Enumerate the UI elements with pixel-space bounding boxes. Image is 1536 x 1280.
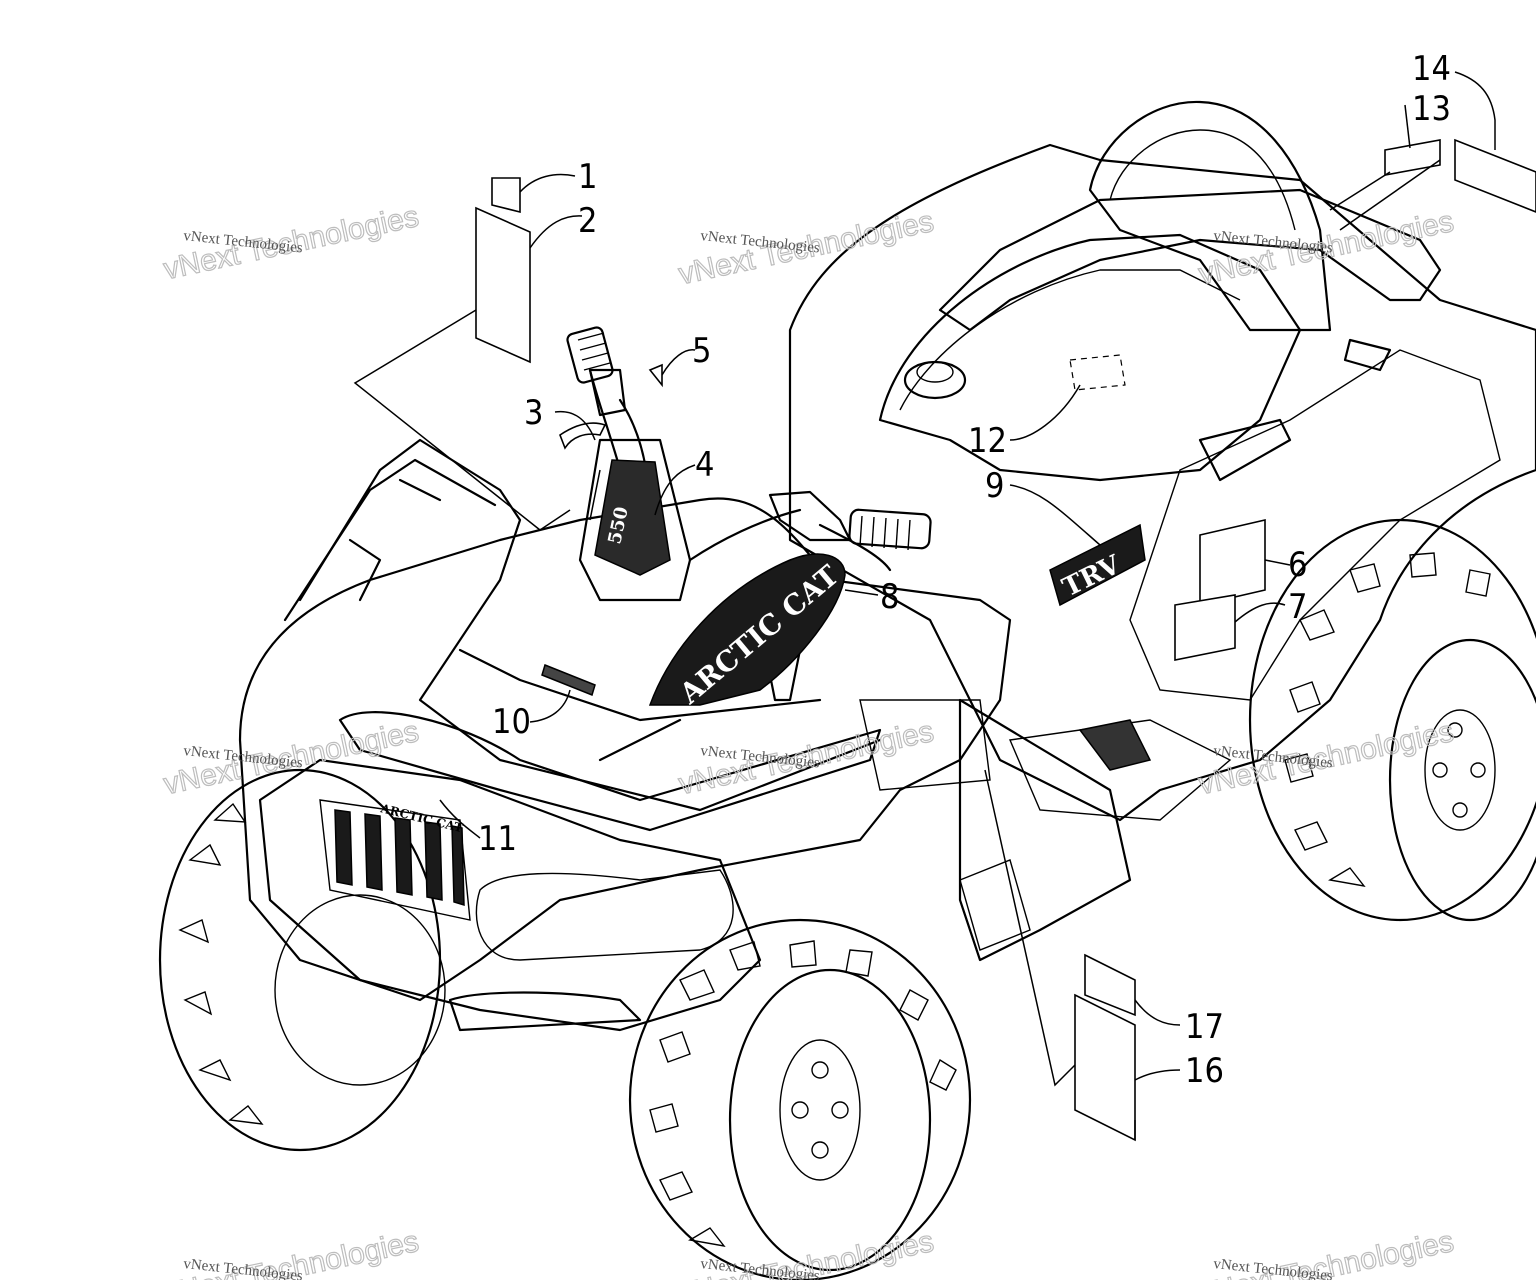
- decal-17: [1084, 953, 1136, 1017]
- decal-14: [1454, 138, 1536, 213]
- decal-2: [475, 206, 531, 364]
- leader-lines: [353, 71, 1496, 1140]
- callout-16: 16: [1185, 1051, 1224, 1091]
- hood-decal: ARCTIC CAT: [648, 553, 846, 711]
- callout-3: 3: [524, 393, 543, 433]
- decal-3: [559, 422, 607, 450]
- callout-1: 1: [578, 157, 597, 197]
- front-left-wheel: [158, 768, 446, 1152]
- callout-11: 11: [478, 819, 517, 859]
- decal-7: [1174, 594, 1236, 661]
- front-right-wheel: [628, 918, 972, 1280]
- callout-7: 7: [1288, 587, 1307, 627]
- handlebar-assembly: 550: [566, 326, 932, 702]
- decal-13: [1384, 139, 1441, 176]
- decal-1: [491, 177, 521, 214]
- front-rack: [283, 438, 882, 832]
- decal-6: [1199, 518, 1266, 607]
- callout-numbers: 1 2 3 4 5 6 7 8 9 10 11 12 13 14 16 17: [478, 49, 1451, 1091]
- callout-9: 9: [985, 466, 1004, 506]
- callout-2: 2: [578, 201, 597, 241]
- decal-16: [1074, 993, 1136, 1142]
- callout-4: 4: [695, 445, 714, 485]
- callout-14: 14: [1412, 49, 1451, 89]
- callout-13: 13: [1412, 89, 1451, 129]
- callout-8: 8: [880, 577, 899, 617]
- trv-side-decal: TRV: [1049, 523, 1146, 607]
- hood-small-decal: [541, 663, 596, 697]
- rear-rack: [938, 188, 1442, 482]
- rear-right-wheel: [1248, 518, 1536, 922]
- watermarks: vNext Technologies vNext Technologies vN…: [160, 199, 1457, 1280]
- callout-12: 12: [968, 421, 1007, 461]
- callout-6: 6: [1288, 545, 1307, 585]
- callout-17: 17: [1185, 1007, 1224, 1047]
- callout-10: 10: [492, 702, 531, 742]
- grille-logo-text: ARCTIC CAT: [378, 801, 464, 835]
- decal-5: [648, 363, 663, 388]
- callout-5: 5: [692, 331, 711, 371]
